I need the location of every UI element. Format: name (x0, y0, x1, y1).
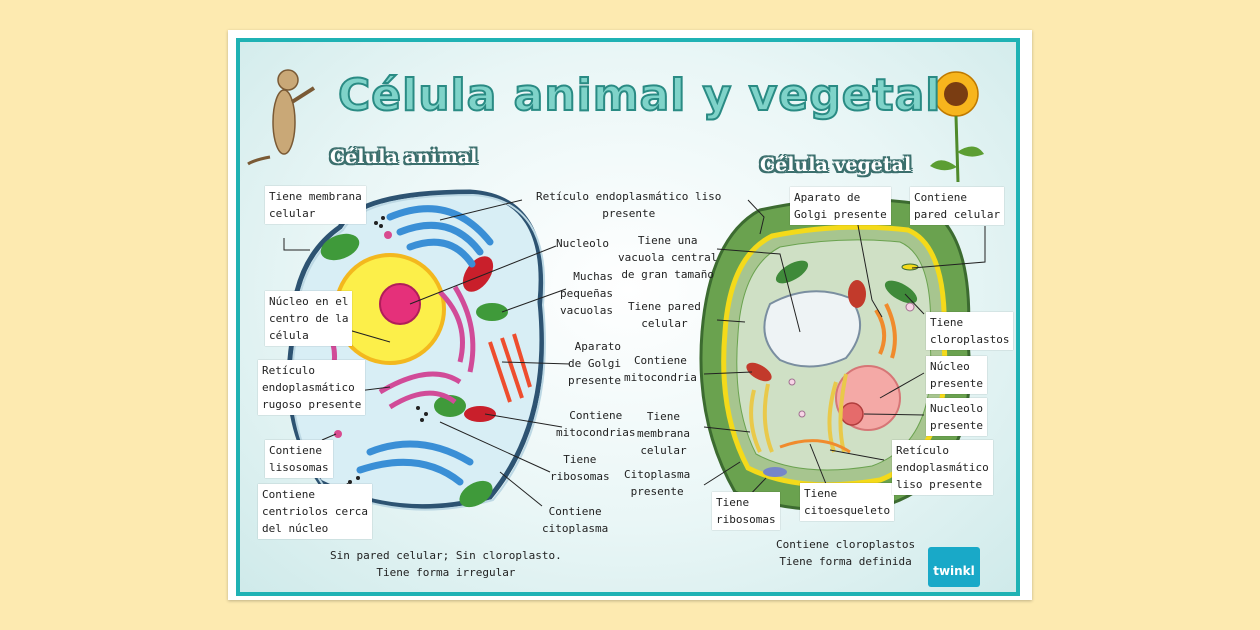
label-plant-citoplasma: Citoplasma presente (624, 468, 691, 498)
label-animal-golgi: Aparato de Golgi presente (568, 340, 621, 387)
label-animal-lisosomas: Contiene lisosomas (265, 440, 333, 478)
label-plant-cloroplastos: Tiene cloroplastos (926, 312, 1014, 350)
cell-illustrations (247, 69, 986, 512)
label-animal-mito: Contiene mitocondrias (556, 409, 636, 439)
label-plant-ribosomas: Tiene ribosomas (712, 492, 780, 530)
animal-cell-heading: Célula animal (330, 146, 478, 168)
poster-frame: Célula animal y vegetal Célula animal Cé… (236, 38, 1020, 596)
label-plant-vacuola: Tiene una vacuola central de gran tamaño (618, 234, 718, 281)
twinkl-logo: twinkl (928, 547, 980, 587)
plant-cell-heading: Célula vegetal (760, 154, 912, 176)
label-plant-pared2: Tiene pared celular (628, 300, 701, 330)
label-animal-nucleolo: Nucleolo (556, 237, 609, 250)
plant-cell (699, 197, 971, 512)
label-animal-membrana: Tiene membrana celular (265, 186, 366, 224)
label-plant-membrana: Tiene membrana celular (637, 410, 690, 457)
plant-leader-lines (703, 199, 986, 501)
label-plant-pared: Contiene pared celular (910, 187, 1005, 225)
animal-cell (286, 189, 546, 511)
poster: Célula animal y vegetal Célula animal Cé… (228, 30, 1032, 600)
label-animal-nucleo: Núcleo en el centro de la célula (265, 291, 353, 346)
label-plant-rel: Retículo endoplasmático liso presente (892, 440, 993, 495)
label-animal-ribosomas: Tiene ribosomas (550, 453, 610, 483)
label-plant-nucleo: Núcleo presente (926, 356, 987, 394)
label-animal-rer: Retículo endoplasmático rugoso presente (258, 360, 366, 415)
label-plant-citoesqueleto: Tiene citoesqueleto (800, 483, 895, 521)
label-animal-citoplasma: Contiene citoplasma (542, 505, 609, 535)
sunflower-illustration (930, 71, 984, 183)
label-plant-mito: Contiene mitocondria (624, 354, 697, 384)
meerkat-illustration (247, 69, 316, 166)
plant-footer-note: Contiene cloroplastos Tiene forma defini… (776, 538, 916, 568)
label-animal-centriolos: Contiene centriolos cerca del núcleo (258, 484, 372, 539)
label-plant-nucleolo: Nucleolo presente (926, 398, 987, 436)
label-plant-golgi: Aparato de Golgi presente (790, 187, 891, 225)
page-title: Célula animal y vegetal (337, 69, 942, 122)
label-animal-rel: Retículo endoplasmático liso presente (536, 190, 722, 220)
animal-footer-note: Sin pared celular; Sin cloroplasto. Tien… (330, 549, 562, 579)
label-animal-vacuolas: Muchas pequeñas vacuolas (560, 270, 613, 317)
